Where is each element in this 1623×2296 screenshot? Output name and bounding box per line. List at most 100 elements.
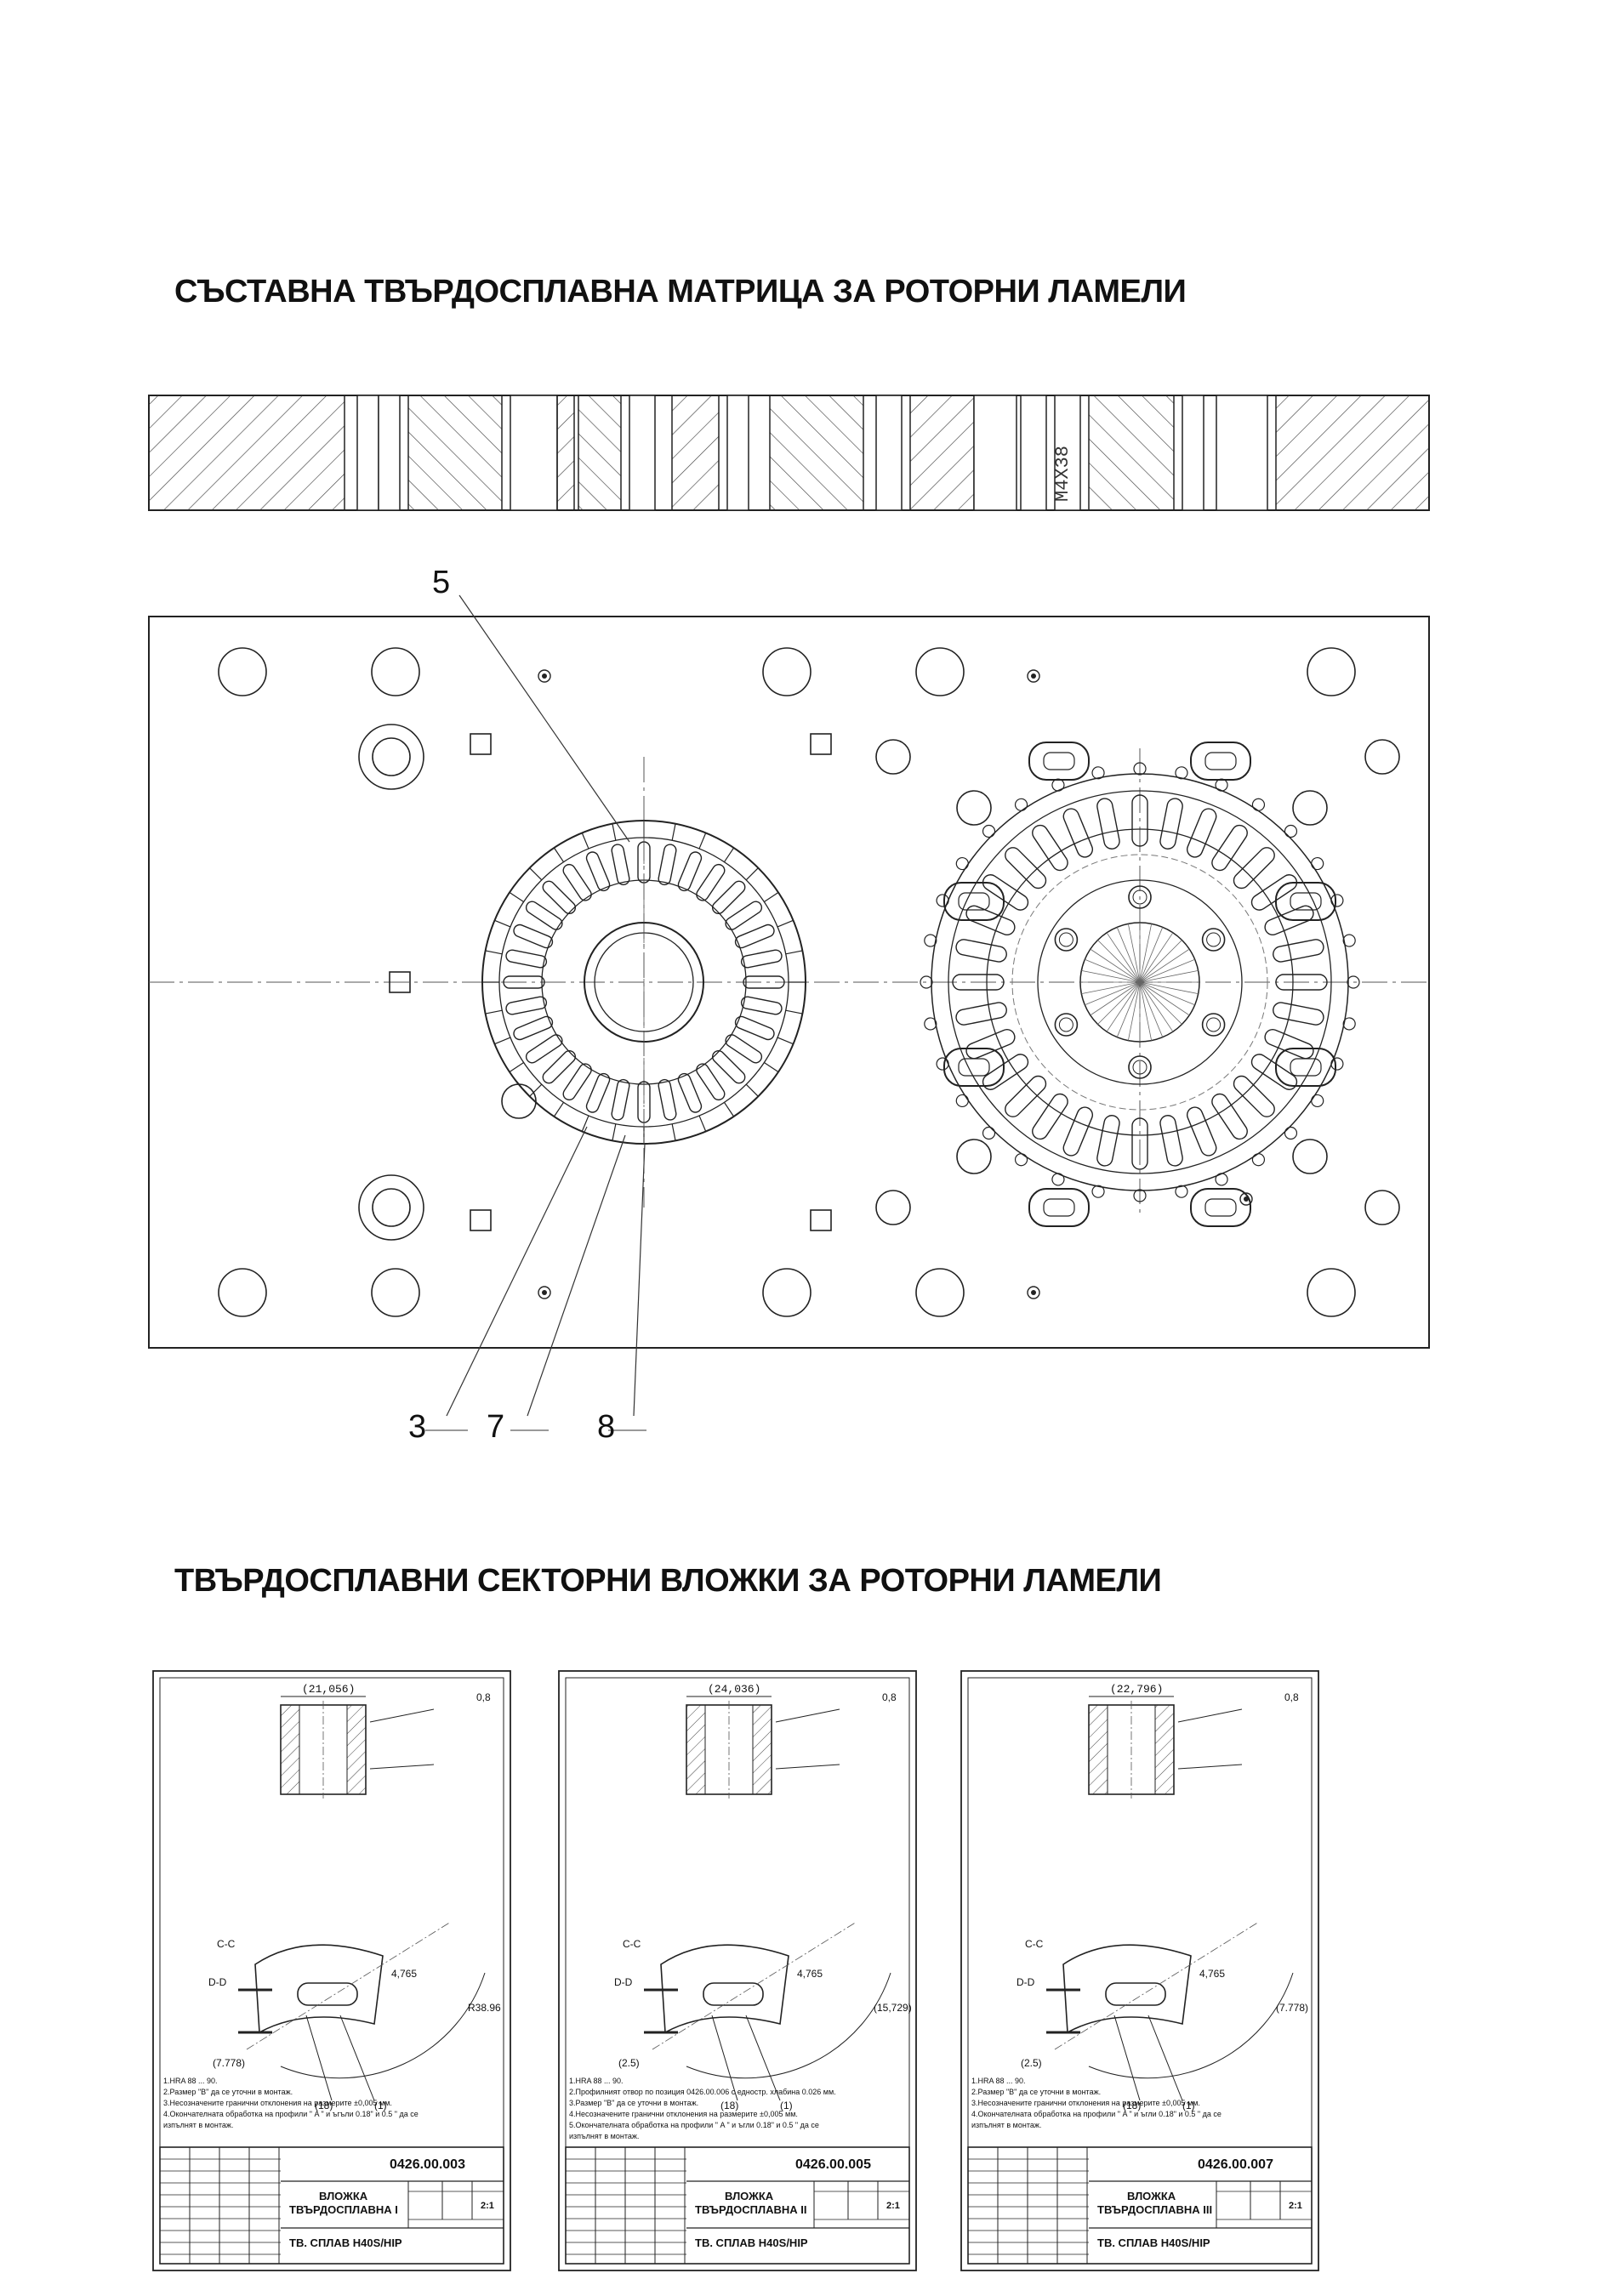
die-slot bbox=[1051, 1106, 1094, 1186]
slot-outline bbox=[1005, 847, 1047, 889]
die-slot bbox=[494, 1015, 554, 1045]
center-ray bbox=[1081, 969, 1141, 983]
dimension-label: (18) bbox=[1123, 2100, 1141, 2111]
square-mark bbox=[470, 733, 492, 755]
slot-outline bbox=[1273, 939, 1324, 963]
dimension-label: (1) bbox=[780, 2100, 793, 2111]
slot-outline bbox=[711, 880, 746, 915]
slot-outline bbox=[1275, 974, 1328, 991]
bolt-hole-inner bbox=[1132, 889, 1147, 905]
insert-profile bbox=[254, 1944, 384, 2034]
segment-line bbox=[698, 833, 707, 850]
die-slot bbox=[1273, 934, 1356, 963]
radius-arc bbox=[1088, 1972, 1294, 2079]
slot-outline bbox=[525, 1034, 563, 1064]
dowel-hole bbox=[538, 669, 551, 683]
hatch-right bbox=[752, 1704, 772, 1795]
dowel-hole bbox=[1027, 669, 1040, 683]
slot-outline bbox=[1233, 1075, 1275, 1117]
die-slot bbox=[1264, 1028, 1344, 1071]
slot-outline bbox=[734, 924, 775, 949]
slot-outline bbox=[562, 863, 592, 901]
slot-outline bbox=[952, 974, 1005, 991]
center-ray bbox=[1090, 948, 1141, 983]
guide-pocket bbox=[1190, 742, 1251, 781]
slot-outline bbox=[1159, 798, 1183, 850]
die-slot bbox=[982, 1075, 1047, 1140]
surface-finish: 0,8 bbox=[476, 1691, 491, 1703]
drawing-sheet: (22,796)0,84,765(7.778)(2.5)(18)(1)C-CD-… bbox=[960, 1670, 1319, 2271]
die-slot bbox=[743, 975, 806, 989]
tooth-notch bbox=[1091, 1185, 1105, 1198]
die-slot bbox=[1273, 1002, 1356, 1031]
segment-line bbox=[529, 867, 543, 881]
dowel-hole bbox=[538, 1286, 551, 1299]
center-ray bbox=[1139, 981, 1174, 1032]
die-slot bbox=[1233, 824, 1298, 889]
slot-outline bbox=[513, 924, 554, 949]
material: ТВ. СПЛАВ Н40S/HIP bbox=[289, 2236, 402, 2249]
tooth-notch bbox=[1251, 1153, 1266, 1167]
guide-pocket bbox=[1190, 1188, 1251, 1227]
slot-outline bbox=[1159, 1115, 1183, 1167]
slot-outline bbox=[1062, 1106, 1094, 1157]
guide-pocket-inner bbox=[958, 892, 990, 911]
slot-outline bbox=[1264, 905, 1314, 936]
guide-hole bbox=[762, 647, 812, 696]
slot-outline bbox=[542, 880, 577, 915]
left-die bbox=[481, 820, 806, 1145]
segment-line bbox=[553, 1102, 565, 1117]
note-line: 2.Размер "B" да се уточни в монтаж. bbox=[163, 2088, 293, 2096]
fastener-hole bbox=[875, 1190, 911, 1225]
guide-hole bbox=[1307, 647, 1356, 696]
die-slot bbox=[936, 894, 1016, 936]
slot-outline bbox=[611, 1078, 630, 1121]
square-mark bbox=[389, 971, 411, 993]
dowel-center bbox=[1031, 1290, 1036, 1295]
segment-line bbox=[612, 1123, 617, 1141]
slot-outline bbox=[585, 1072, 611, 1113]
center-ray bbox=[1081, 981, 1141, 995]
guide-hole bbox=[218, 647, 267, 696]
bolt-hole-inner bbox=[1206, 932, 1222, 947]
guide-pocket-inner bbox=[1290, 892, 1322, 911]
radius-arc bbox=[280, 1972, 486, 2079]
hatch-left bbox=[280, 1704, 300, 1795]
guide-hole bbox=[371, 1268, 420, 1317]
die-slot bbox=[1233, 1075, 1298, 1140]
callout-5: 5 bbox=[432, 565, 450, 600]
segment-line bbox=[777, 919, 794, 928]
leader bbox=[369, 1708, 435, 1723]
pillar-hole-inner bbox=[372, 1188, 411, 1227]
guide-pocket-inner bbox=[1043, 752, 1075, 770]
slot-outline bbox=[1032, 824, 1068, 872]
center-ray bbox=[1139, 948, 1190, 983]
guide-pocket bbox=[1275, 1048, 1336, 1087]
die-slot bbox=[734, 1015, 794, 1045]
dimension-label: D-D bbox=[208, 1976, 227, 1988]
slot-outline bbox=[1131, 1117, 1148, 1170]
segment-line bbox=[612, 823, 617, 841]
segment-line bbox=[494, 1037, 511, 1045]
note-line: 4.Окончателната обработка на профили " A… bbox=[971, 2110, 1222, 2118]
slot-outline bbox=[734, 1015, 775, 1041]
inserts-title: ТВЪРДОСПЛАВНИ СЕКТОРНИ ВЛОЖКИ ЗА РОТОРНИ… bbox=[174, 1563, 1162, 1599]
center-ray bbox=[1116, 981, 1141, 1037]
die-slot bbox=[1159, 766, 1188, 850]
center-ray bbox=[1139, 940, 1182, 983]
die-slot bbox=[1250, 856, 1324, 911]
center-ray bbox=[1139, 981, 1195, 1006]
callout-8: 8 bbox=[597, 1409, 615, 1445]
guide-pocket bbox=[1275, 882, 1336, 921]
die-slot bbox=[529, 1049, 577, 1097]
slot-outline bbox=[658, 844, 677, 886]
dowel-hole bbox=[1239, 1192, 1253, 1206]
note-line: 3.Несозначените гранични отклонения на р… bbox=[971, 2099, 1200, 2107]
dimension-label: 4,765 bbox=[391, 1968, 417, 1980]
assembly-title: СЪСТАВНА ТВЪРДОСПЛАВНА МАТРИЦА ЗА РОТОРН… bbox=[174, 274, 1187, 310]
tooth-notch bbox=[1311, 856, 1324, 871]
slot-outline bbox=[1131, 794, 1148, 847]
tooth-notch bbox=[1284, 1126, 1298, 1140]
guide-hole bbox=[218, 1268, 267, 1317]
tooth-notch bbox=[955, 856, 969, 871]
